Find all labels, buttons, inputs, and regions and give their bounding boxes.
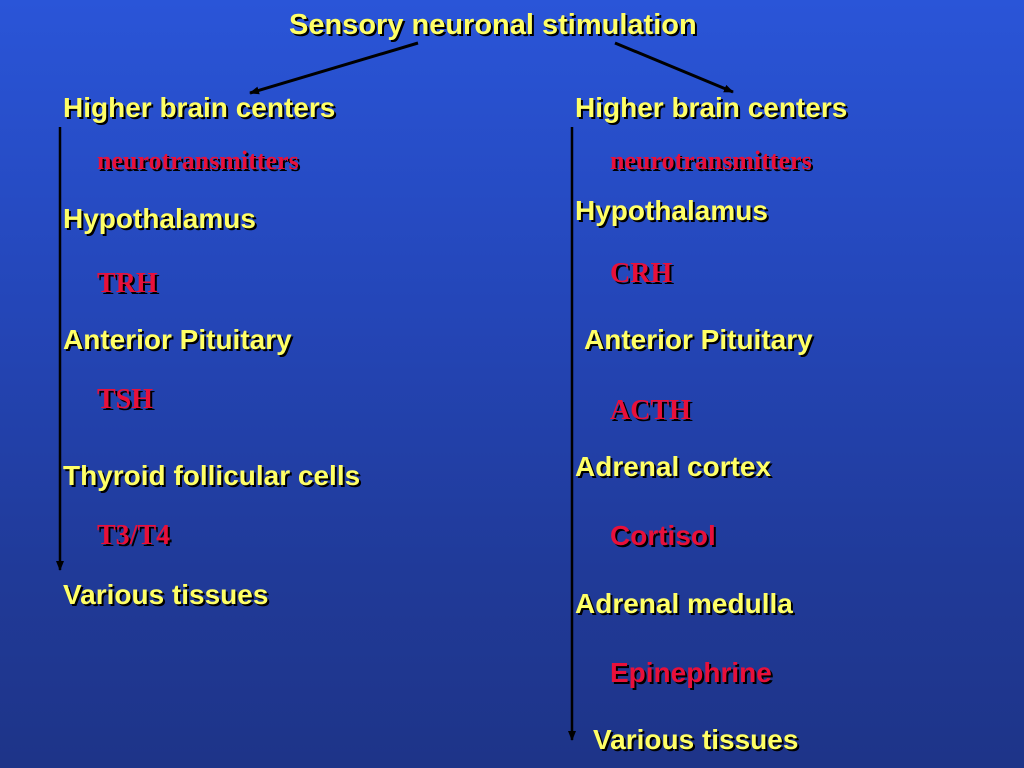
title-to-left-arrow: [249, 41, 419, 95]
right-anterior-pituitary: Anterior Pituitary: [584, 324, 813, 355]
right-various-tissues: Various tissues: [593, 724, 799, 755]
left-neurotransmitters: neurotransmitters: [97, 146, 299, 175]
left-various-tissues: Various tissues: [63, 579, 269, 610]
left-tsh: TSH: [97, 384, 154, 415]
left-trh: TRH: [97, 268, 158, 299]
right-acth: ACTH: [610, 395, 691, 426]
right-adrenal-medulla: Adrenal medulla: [575, 588, 793, 619]
left-t3-t4: T3/T4: [97, 520, 171, 551]
right-crh: CRH: [610, 258, 673, 289]
right-neurotransmitters: neurotransmitters: [610, 146, 812, 175]
left-thyroid-follicular-cells: Thyroid follicular cells: [63, 460, 361, 491]
title-to-right-arrow: [614, 41, 734, 94]
slide-title: Sensory neuronal stimulation: [289, 9, 697, 41]
left-anterior-pituitary: Anterior Pituitary: [63, 324, 292, 355]
right-epinephrine: Epinephrine: [610, 657, 772, 688]
right-cortisol: Cortisol: [610, 520, 716, 551]
right-higher-brain-centers: Higher brain centers: [575, 92, 848, 123]
left-hypothalamus: Hypothalamus: [63, 203, 256, 234]
right-adrenal-cortex: Adrenal cortex: [575, 451, 772, 482]
left-higher-brain-centers: Higher brain centers: [63, 92, 336, 123]
right-hypothalamus: Hypothalamus: [575, 195, 768, 226]
